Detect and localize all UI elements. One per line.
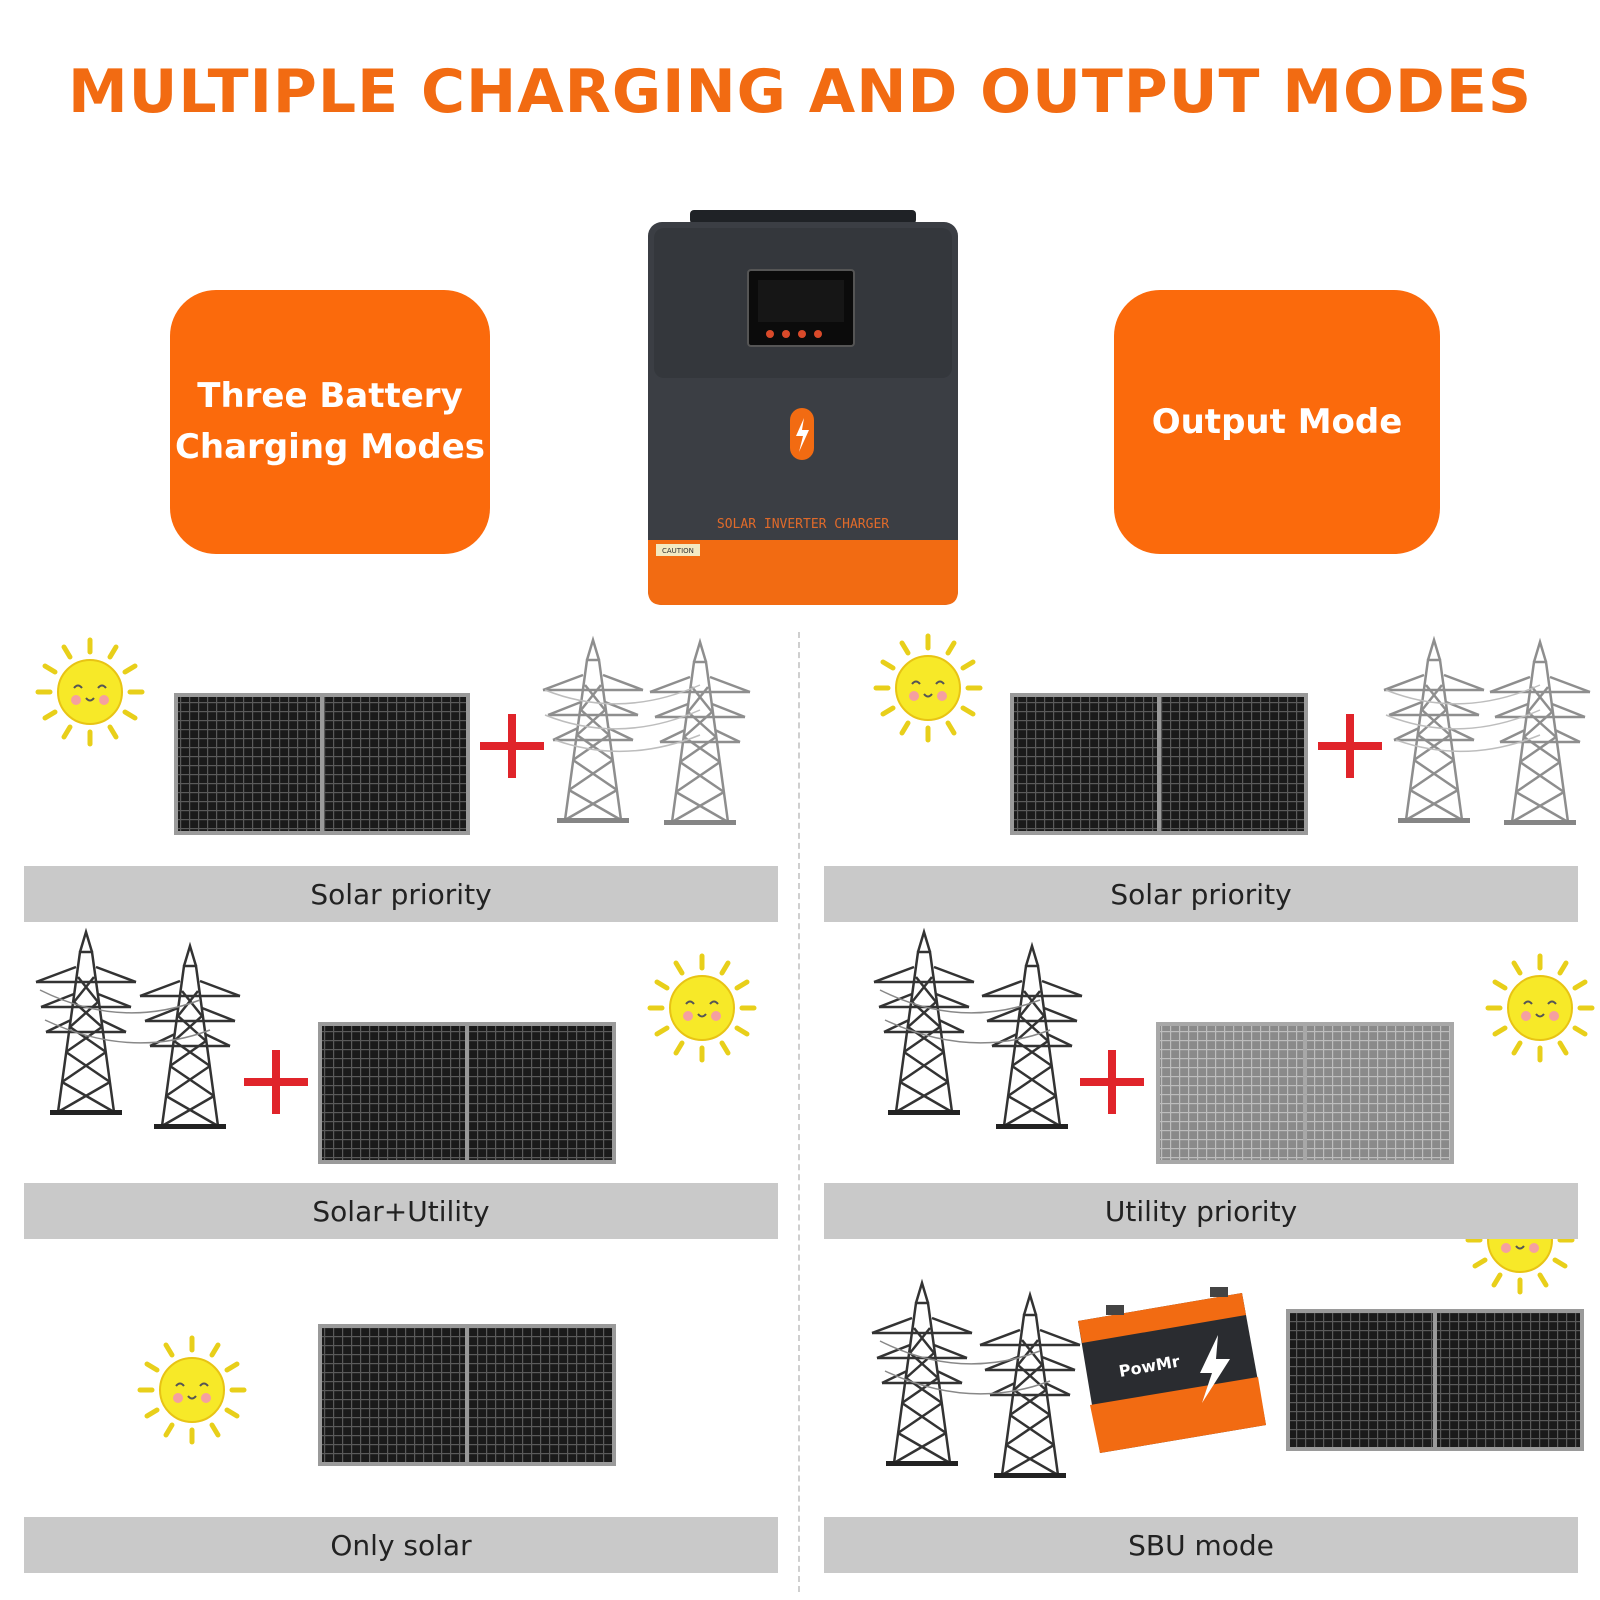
output-solar-priority-illustration: [810, 630, 1592, 835]
page-title: MULTIPLE CHARGING AND OUTPUT MODES: [67, 57, 1533, 127]
inverter-image: SOLAR INVERTER CHARGER CAUTION: [648, 210, 958, 605]
charging-solar-utility-illustration: [34, 930, 790, 1164]
sun-icon: [38, 640, 142, 744]
plus-icon: [244, 1050, 308, 1114]
plus-icon: [1080, 1050, 1144, 1114]
tower-icon: [870, 1281, 974, 1468]
charging-card-line1: Three Battery: [197, 376, 463, 416]
plus-icon: [1318, 714, 1382, 778]
output-sbu-illustration: PowMr: [870, 1281, 1584, 1480]
tower-icon: [872, 930, 976, 1117]
inverter-front-text: SOLAR INVERTER CHARGER: [717, 517, 889, 532]
charging-mode-3-label: Only solar: [24, 1517, 778, 1573]
output-mode-card: Output Mode: [1114, 290, 1440, 554]
output-card-label: Output Mode: [1151, 401, 1403, 442]
charging-only-solar-illustration: [0, 1324, 616, 1466]
charging-solar-priority-illustration: [0, 630, 752, 835]
charging-card-line2: Charging Modes: [174, 427, 486, 467]
charging-mode-2-label: Solar+Utility: [24, 1183, 778, 1239]
sun-icon: [1488, 956, 1592, 1060]
sun-icon: [650, 956, 754, 1060]
battery-icon: PowMr: [1078, 1287, 1266, 1453]
output-mode-2-label: Utility priority: [824, 1183, 1578, 1239]
output-utility-priority-illustration: [872, 930, 1600, 1164]
output-mode-1-label: Solar priority: [824, 866, 1578, 922]
column-divider: [798, 632, 800, 1592]
output-mode-3-label: SBU mode: [824, 1517, 1578, 1573]
charging-modes-card: Three Battery Charging Modes: [170, 290, 490, 554]
sun-icon: [140, 1338, 244, 1442]
charging-mode-1-label: Solar priority: [24, 866, 778, 922]
sun-icon: [876, 636, 980, 740]
caution-label: CAUTION: [662, 547, 694, 555]
plus-icon: [480, 714, 544, 778]
